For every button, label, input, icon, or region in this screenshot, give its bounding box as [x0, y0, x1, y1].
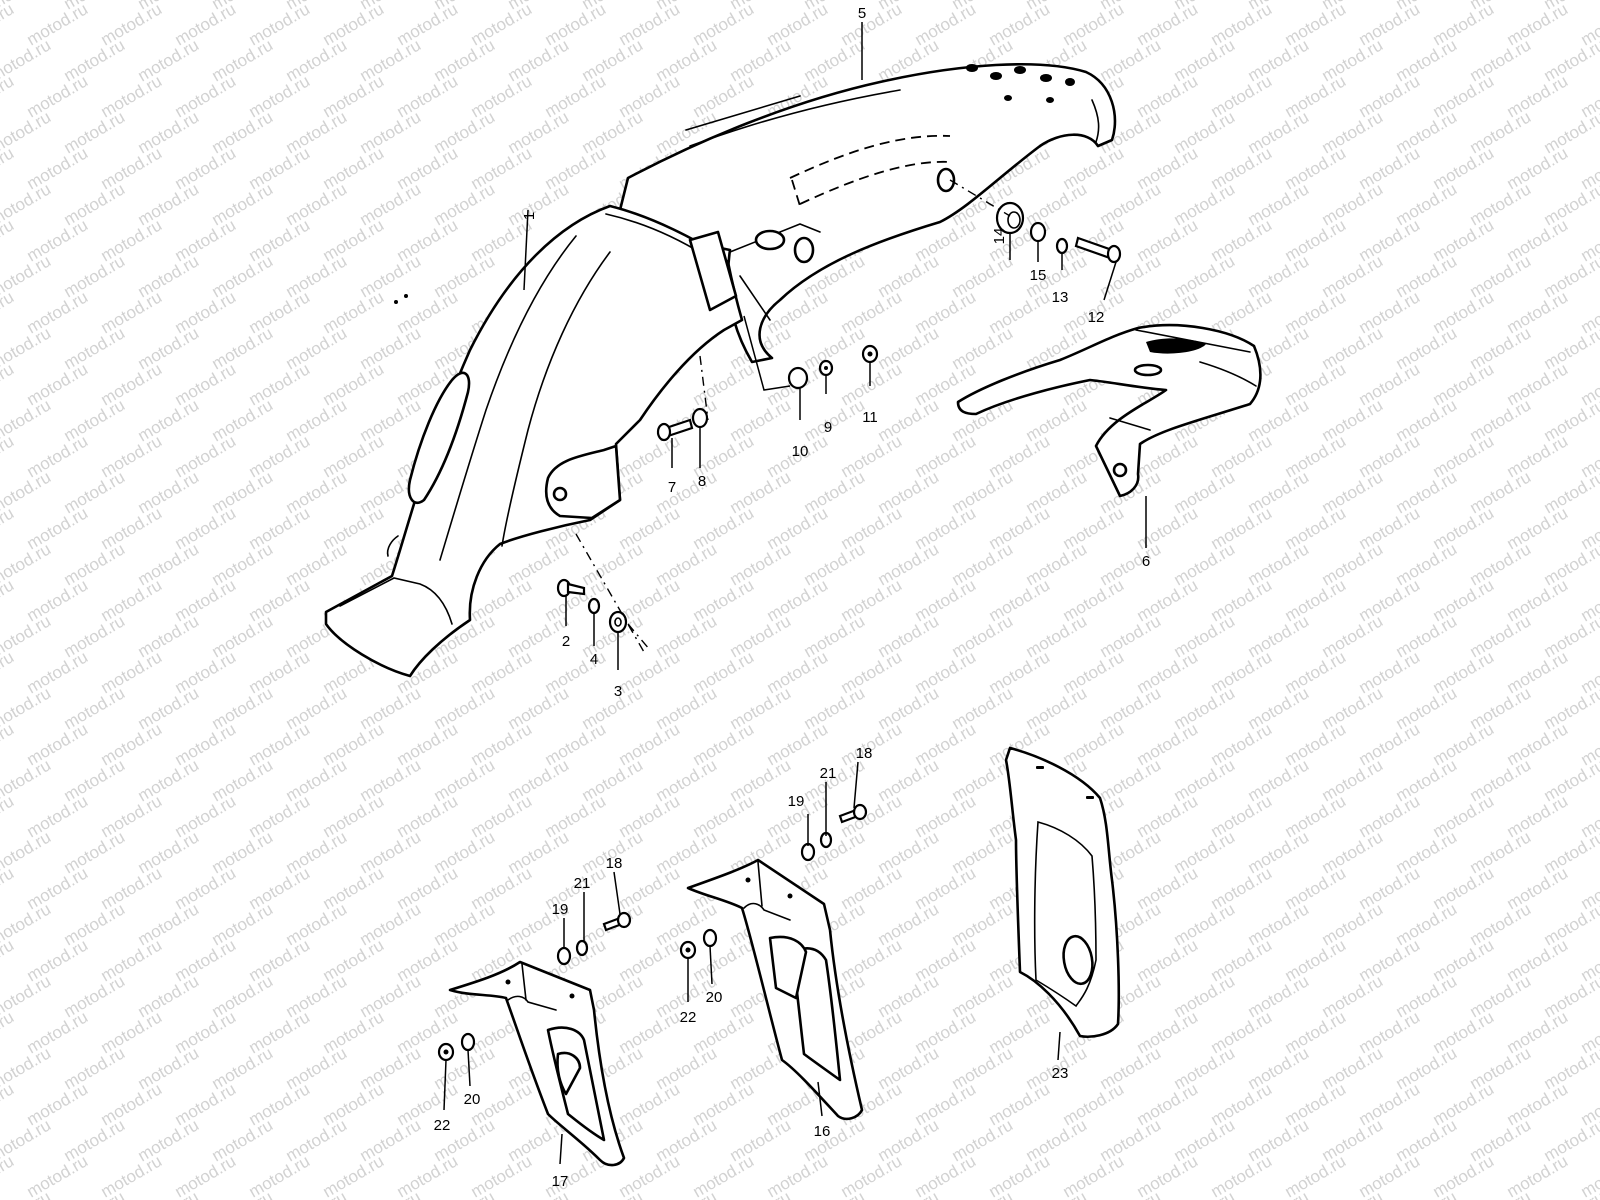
- part-1-rear-fender: [324, 204, 744, 678]
- label-part-1: 1: [521, 212, 538, 220]
- watermark-text: motod.ru: [875, 1187, 943, 1200]
- watermark-text: motod.ru: [1097, 1187, 1165, 1200]
- watermark-text: motod.ru: [0, 1151, 17, 1200]
- watermark-text: motod.ru: [1245, 1187, 1313, 1200]
- label-part-11: 11: [862, 409, 878, 426]
- watermark-text: motod.ru: [801, 1187, 869, 1200]
- watermark-text: motod.ru: [727, 1187, 795, 1200]
- label-part-20-mid: 20: [706, 989, 723, 1006]
- lock-washer-4: [587, 597, 601, 615]
- assembly-lines: [575, 179, 1011, 653]
- washer-10: [787, 366, 809, 390]
- watermark-text: motod.ru: [0, 575, 17, 625]
- label-part-5: 5: [858, 5, 866, 22]
- label-part-20-left: 20: [464, 1091, 481, 1108]
- watermark-text: motod.ru: [0, 1007, 17, 1057]
- watermark-text: motod.ru: [283, 1187, 351, 1200]
- washer-15: [1029, 221, 1047, 243]
- watermark-text: motod.ru: [0, 719, 17, 769]
- label-part-10: 10: [792, 443, 809, 460]
- watermark-text: motod.ru: [0, 647, 17, 697]
- watermark-text: motod.ru: [1393, 1187, 1461, 1200]
- watermark-text: motod.ru: [209, 1187, 277, 1200]
- part-17-side-bracket: [448, 960, 626, 1167]
- label-part-12: 12: [1088, 309, 1105, 326]
- nut-3: [608, 610, 628, 634]
- label-part-15: 15: [1030, 267, 1047, 284]
- part-6-bracket: [956, 323, 1262, 498]
- label-part-19-lower: 19: [552, 901, 569, 918]
- watermark-text: motod.ru: [135, 1187, 203, 1200]
- watermark-text: motod.ru: [0, 71, 17, 121]
- label-part-4: 4: [590, 651, 598, 668]
- label-part-3: 3: [614, 683, 622, 700]
- washer-20a: [460, 1032, 476, 1052]
- label-part-6: 6: [1142, 553, 1150, 570]
- watermark-text: motod.ru: [0, 935, 17, 985]
- label-part-9: 9: [824, 419, 832, 436]
- label-part-14: 14: [991, 228, 1008, 245]
- washer-19a: [556, 946, 572, 966]
- watermark-text: motod.ru: [1023, 1187, 1091, 1200]
- watermark-text: motod.ru: [949, 1187, 1017, 1200]
- label-part-22-mid: 22: [680, 1009, 697, 1026]
- watermark-text: motod.ru: [0, 863, 17, 913]
- lock-washer-13: [1055, 237, 1069, 255]
- watermark-text: motod.ru: [0, 503, 17, 553]
- label-part-8: 8: [698, 473, 706, 490]
- watermark-text: motod.ru: [357, 1187, 425, 1200]
- callout-labels: 5 1 14 15 13 12 6 10 9 11 7 8 2 4 3 18 2…: [434, 5, 1151, 1190]
- watermark-text: motod.ru: [0, 1079, 17, 1129]
- watermark-text: motod.ru: [1467, 1187, 1535, 1200]
- label-part-21-lower: 21: [574, 875, 591, 892]
- washer-21a: [575, 939, 589, 957]
- label-part-2: 2: [562, 633, 570, 650]
- watermark-text: motod.ru: [579, 1187, 647, 1200]
- watermark-text: motod.ru: [61, 1187, 129, 1200]
- watermark-text: motod.ru: [0, 143, 17, 193]
- watermark-text: motod.ru: [0, 0, 17, 49]
- label-part-19-upper: 19: [788, 793, 805, 810]
- washer-8: [691, 407, 709, 429]
- watermark-text: motod.ru: [431, 1187, 499, 1200]
- watermark-text: motod.ru: [0, 287, 17, 337]
- part-16-side-bracket: [686, 858, 864, 1121]
- label-part-22-left: 22: [434, 1117, 451, 1134]
- part-23-mud-flap: [1004, 746, 1121, 1038]
- label-part-23: 23: [1052, 1065, 1069, 1082]
- watermark-text: motod.ru: [1319, 1187, 1387, 1200]
- watermark-text: motod.ru: [653, 1187, 721, 1200]
- watermark-text: motod.ru: [0, 791, 17, 841]
- leader-lines: [443, 22, 1147, 1165]
- label-part-21-upper: 21: [820, 765, 837, 782]
- label-part-18-lower: 18: [606, 855, 623, 872]
- label-part-18-upper: 18: [856, 745, 873, 762]
- washer-19b: [800, 842, 816, 862]
- label-part-7: 7: [668, 479, 676, 496]
- watermark-text: motod.ru: [0, 431, 17, 481]
- watermark-text: motod.ru: [1171, 1187, 1239, 1200]
- watermark-text: motod.ru: [0, 359, 17, 409]
- label-part-16: 16: [814, 1123, 831, 1140]
- label-part-17: 17: [552, 1173, 569, 1190]
- washer-20b: [702, 928, 718, 948]
- label-part-13: 13: [1052, 289, 1069, 306]
- watermark-text: motod.ru: [0, 215, 17, 265]
